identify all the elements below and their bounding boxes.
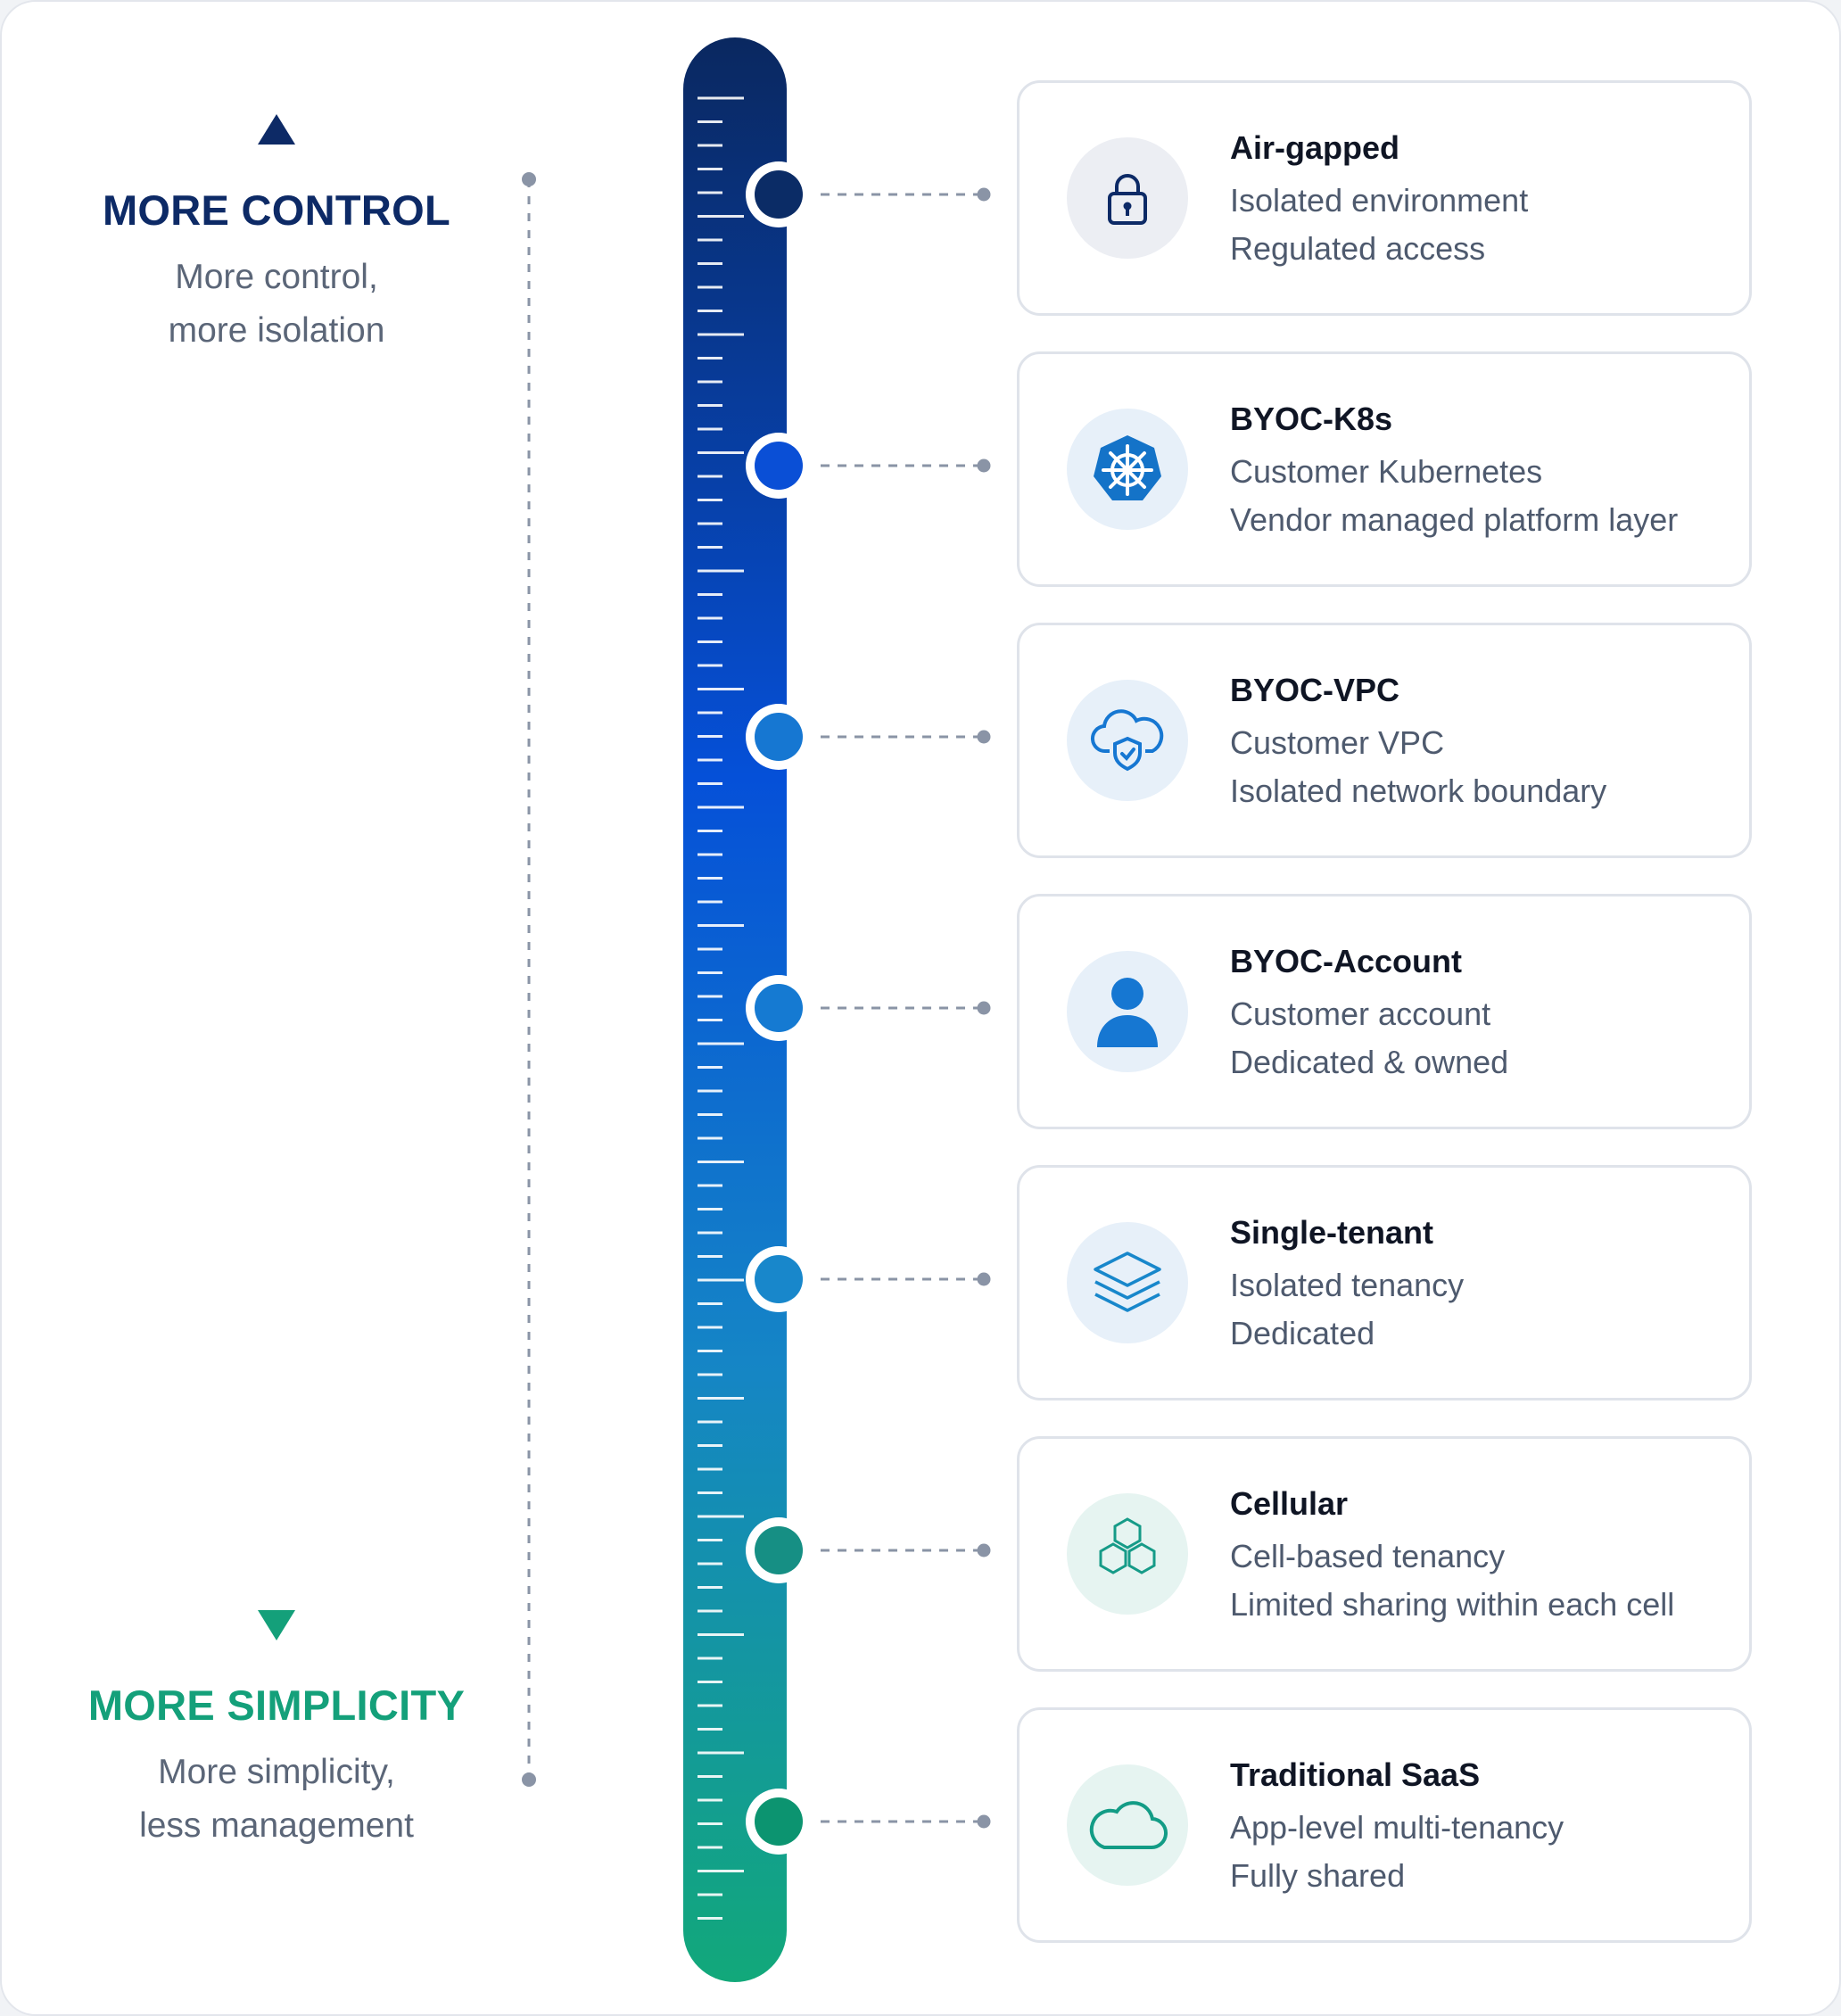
tier-marker-dot xyxy=(755,984,803,1032)
cloud-icon xyxy=(1067,1764,1188,1886)
tier-description-line2: Vendor managed platform layer xyxy=(1230,501,1679,538)
more-simplicity-title: MORE SIMPLICITY xyxy=(87,1681,466,1729)
tier-markers xyxy=(746,161,991,1855)
tier-description-line2: Dedicated xyxy=(1230,1315,1375,1351)
tier-title: Cellular xyxy=(1230,1485,1349,1522)
tier-marker-dot xyxy=(755,713,803,761)
tier-title: BYOC-Account xyxy=(1230,943,1462,979)
axis-bottom-dot xyxy=(522,1772,536,1787)
more-simplicity-subtitle: More simplicity, less management xyxy=(55,1746,498,1853)
tier-marker-dot xyxy=(755,1526,803,1574)
tier-marker-dot xyxy=(755,1255,803,1303)
more-control-subtitle-line2: more isolation xyxy=(168,311,385,350)
tier-description-line1: App-level multi-tenancy xyxy=(1230,1809,1564,1846)
layers-icon xyxy=(1067,1222,1188,1343)
tier-description-line2: Limited sharing within each cell xyxy=(1230,1586,1675,1623)
tier-connector-end xyxy=(977,1001,991,1015)
tier-title: Traditional SaaS xyxy=(1230,1756,1481,1793)
more-control-subtitle: More control, more isolation xyxy=(55,251,498,358)
axis-top-dot xyxy=(522,172,536,186)
arrow-down-icon xyxy=(258,1610,295,1640)
tier-description-line2: Regulated access xyxy=(1230,230,1486,267)
tier-description-line2: Isolated network boundary xyxy=(1230,773,1607,809)
tier-title: BYOC-VPC xyxy=(1230,672,1400,708)
more-control-title: MORE CONTROL xyxy=(102,186,451,234)
more-simplicity-subtitle-line2: less management xyxy=(139,1806,414,1845)
tier-description-line2: Dedicated & owned xyxy=(1230,1044,1509,1080)
tier-description-line1: Customer VPC xyxy=(1230,724,1445,761)
tier-description-line1: Cell-based tenancy xyxy=(1230,1538,1506,1574)
tier-description-line1: Isolated tenancy xyxy=(1230,1267,1465,1303)
lock-icon xyxy=(1067,137,1188,259)
tier-title: Single-tenant xyxy=(1230,1214,1434,1251)
more-control-block: MORE CONTROL More control, more isolatio… xyxy=(55,186,498,358)
more-simplicity-block: MORE SIMPLICITY More simplicity, less ma… xyxy=(55,1681,498,1853)
tier-marker-dot xyxy=(755,170,803,219)
tier-card: BYOC-VPC Customer VPC Isolated network bou… xyxy=(1017,623,1752,858)
tier-connector-end xyxy=(977,730,991,744)
arrow-up-icon xyxy=(258,114,295,145)
tier-description-line1: Isolated environment xyxy=(1230,182,1529,219)
tier-connector-end xyxy=(977,187,991,202)
tier-marker-dot xyxy=(755,442,803,490)
tier-title: Air-gapped xyxy=(1230,129,1400,166)
tier-description-line1: Customer Kubernetes xyxy=(1230,453,1543,490)
cloud-shield-icon xyxy=(1067,680,1188,801)
tier-description-line2: Fully shared xyxy=(1230,1857,1406,1894)
more-control-subtitle-line1: More control, xyxy=(175,258,378,296)
tier-connector-end xyxy=(977,1814,991,1829)
tier-connector-end xyxy=(977,1272,991,1286)
hexagons-icon xyxy=(1067,1493,1188,1615)
tier-description-line1: Customer account xyxy=(1230,996,1491,1032)
tier-connector-end xyxy=(977,459,991,473)
more-simplicity-subtitle-line1: More simplicity, xyxy=(158,1753,395,1791)
scale-ticks xyxy=(698,96,744,1920)
kubernetes-icon xyxy=(1067,409,1188,530)
tier-marker-dot xyxy=(755,1797,803,1846)
tier-connector-end xyxy=(977,1543,991,1557)
user-icon xyxy=(1067,951,1188,1072)
tier-title: BYOC-K8s xyxy=(1230,401,1393,437)
